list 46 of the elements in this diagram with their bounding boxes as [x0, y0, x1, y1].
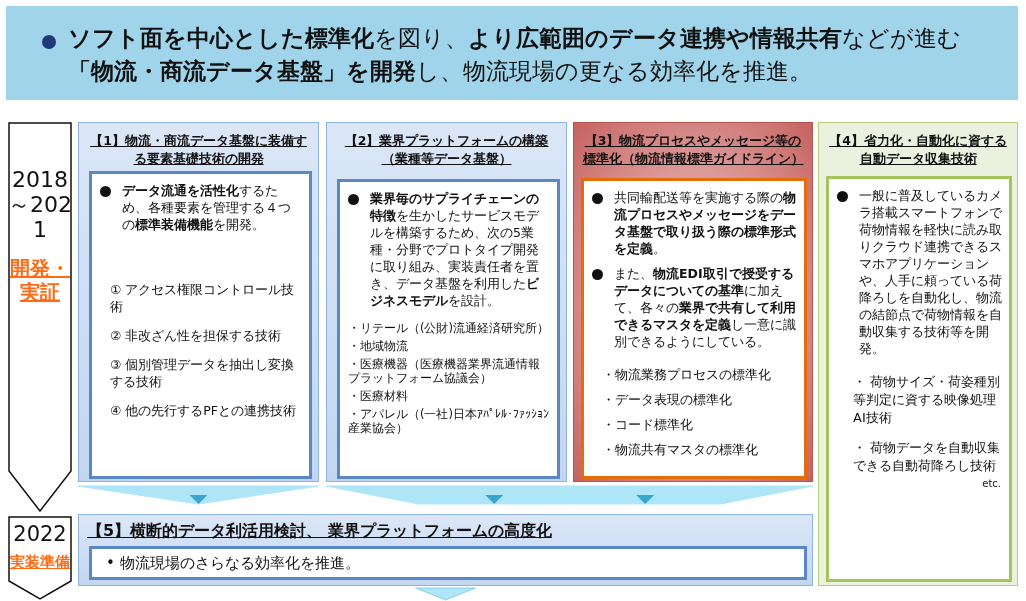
phase-label: 実装準備	[9, 552, 71, 573]
list-item: ④ 他の先行するPFとの連携技術	[110, 402, 297, 419]
note-text: etc.	[981, 477, 1001, 491]
title-text: ソフト面を中心とした標準化を図り、より広範囲のデータ連携や情報共有などが進む「物流・商流データ基盤」を開発し、物流現場の更なる効率化を推進。	[68, 24, 962, 86]
list-item: ・ 荷物サイズ・荷姿種別等判定に資する映像処理AI技術	[852, 373, 1001, 427]
list-item: ・医療材料	[348, 389, 409, 403]
panel-heading: 【2】業界プラットフォームの構築（業種等データ基盤）	[343, 132, 550, 168]
list-item: ・医療機器（医療機器業界流通情報プラットフォーム協議会）	[348, 357, 541, 385]
timeline-marker	[8, 516, 72, 600]
content-box	[89, 546, 807, 580]
list-item: • 物流現場のさらなる効率化を推進。	[106, 553, 361, 574]
content-box	[581, 178, 807, 479]
content-box	[89, 171, 312, 479]
bullet-text: また、物流EDI取引で授受するデータについての基準に加えて、各々の業界で共有して利用できるマスタを定義し一意に識別できるようにしている。	[614, 266, 796, 349]
bullet-text: 共同輸配送等を実施する際の物流プロセスやメッセージをデータ基盤で取り扱う際の標準形式を定義。	[614, 190, 796, 256]
list-item: ・ 荷物データを自動収集できる自動荷降ろし技術	[852, 439, 1001, 475]
phase-label: 開発・実証	[9, 256, 71, 304]
category-panel	[78, 122, 319, 482]
content-box	[826, 176, 1012, 582]
content-box	[337, 179, 560, 479]
list-item: ② 非改ざん性を担保する技術	[110, 327, 283, 344]
category-panel	[818, 122, 1018, 586]
list-item: ・物流共有マスタの標準化	[602, 441, 759, 458]
timeline-marker	[8, 122, 72, 512]
chevron-arrow	[569, 485, 814, 505]
category-panel	[573, 122, 813, 482]
list-item: ・リテール（(公財)流通経済研究所）	[348, 321, 549, 335]
bullet-text: データ流通を活性化するため、各種要素を管理する４つの標準装備機能を開発。	[122, 183, 291, 232]
panel-heading: 【4】省力化・自動化に資する自動データ収集技術	[828, 132, 1008, 168]
panel-heading: 【1】物流・商流データ基盤に装備する要素基礎技術の開発	[89, 132, 308, 168]
category-panel	[326, 122, 567, 482]
list-item: ・物流業務プロセスの標準化	[602, 366, 772, 383]
list-item: ・データ表現の標準化	[602, 391, 733, 408]
list-item: ・地域物流	[348, 339, 409, 353]
summary-panel	[78, 514, 813, 586]
panel-heading: 【5】横断的データ利活用検討、 業界プラットフォームの高度化	[86, 520, 553, 542]
list-item: ・コード標準化	[602, 416, 694, 433]
list-item: ・アパレル（(一社)日本ｱﾊﾟﾚﾙ･ﾌｧｯｼｮﾝ産業協会）	[348, 407, 549, 435]
panel-heading: 【3】物流プロセスやメッセージ等の標準化（物流情報標準ガイドライン）	[581, 132, 805, 168]
year-label: 2022	[12, 522, 68, 546]
year-label: 2018～2021	[8, 167, 72, 242]
bullet-text: 業界毎のサプライチェーンの特徴を生かしたサービスモデルを構築するため、次の5業種・分野でプロトタイプ開発に取り組み、実装責任者を置き、データ基盤を利用したビジネスモデルを設計。	[370, 191, 539, 308]
list-item: ③ 個別管理データを抽出し変換する技術	[110, 356, 296, 390]
list-item: ① アクセス権限コントロール技術	[110, 281, 296, 315]
chevron-arrow	[325, 485, 571, 505]
bullet-text: 一般に普及しているカメラ搭載スマートフォンで荷物情報を軽快に読み取りクラウド連携できるスマホアプリケーションや、人手に頼っている荷降ろしを自動化し、物流の結節点で荷物情報を自動収集する技術等を開発。	[859, 188, 1002, 356]
